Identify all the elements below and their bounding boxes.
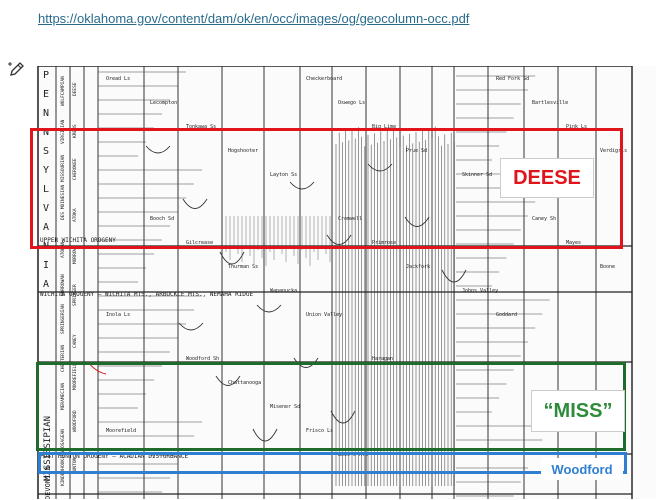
orogeny-label: UPPER WICHITA OROGENY — [40, 237, 116, 244]
stage-label: MOOREFIELD — [72, 363, 78, 390]
series-label: MERAMECIAN — [60, 383, 66, 410]
series-label: MISSOURIAN — [60, 155, 66, 182]
facies-curve — [215, 375, 241, 386]
cell-label: Pink Ls — [566, 124, 587, 130]
system-label-devonian: DEVONIAN — [44, 466, 52, 500]
system-letter: N — [43, 127, 49, 138]
cell-label: Haragan — [372, 356, 393, 362]
cell-label: Red Fork Sd — [496, 76, 529, 82]
geologic-column-drawing: PENNSYLVANIAMISSISSIPIANDEVONIANWOLFCAMP… — [37, 66, 633, 500]
document-link[interactable]: https://oklahoma.gov/content/dam/ok/en/o… — [38, 11, 470, 26]
cell-label: Frisco Ls — [306, 428, 333, 434]
series-label: KINDERHOOKIAN — [60, 450, 66, 486]
cell-label: Inola Ls — [106, 312, 130, 318]
cell-label: Moorefield — [106, 428, 136, 434]
series-label: SPRINGERIAN — [60, 304, 66, 334]
facies-curve — [367, 163, 393, 172]
stage-label: WOODFORD — [72, 410, 78, 432]
system-letter: A — [43, 222, 49, 233]
cell-label: Cromwell — [338, 216, 362, 222]
facies-curve — [178, 322, 204, 331]
stage-label: SPRINGER — [72, 284, 78, 306]
series-label: DES MOINESIAN — [60, 184, 66, 220]
cell-label: Mayes — [566, 240, 581, 246]
cell-label: Gilcrease — [186, 240, 213, 246]
cell-label: Layton Ss — [270, 172, 297, 178]
system-letter: V — [43, 203, 49, 214]
cell-label: Woodford Sh — [186, 356, 219, 362]
stage-label: HUNTON — [72, 457, 78, 474]
orogeny-label: POST HUNTON OROGENY — ACADIAN DISTURBANC… — [40, 453, 188, 460]
facies-curve — [219, 251, 245, 265]
cell-label: Union Valley — [306, 312, 342, 318]
cell-label: Lecompton — [150, 100, 177, 106]
cell-label: Thurman Ss — [228, 264, 258, 270]
miss-callout: “MISS” — [531, 390, 625, 432]
stage-label: MORROW — [72, 247, 78, 264]
series-label: WOLFCAMPIAN — [60, 76, 66, 106]
cell-label: Primrose — [372, 240, 396, 246]
facies-curve — [252, 428, 278, 442]
system-letter: N — [43, 108, 49, 119]
cell-label: Oread Ls — [106, 76, 130, 82]
cell-label: Prue Sd — [406, 148, 427, 154]
facies-curve — [441, 269, 467, 283]
cell-label: Wapanucka — [270, 288, 297, 294]
deese-highlight-box — [30, 128, 623, 249]
facies-curve — [289, 181, 315, 190]
series-label: MORROWAN — [60, 274, 66, 296]
cell-label: Booch Sd — [150, 216, 174, 222]
series-label: ATOKAN — [60, 241, 66, 258]
series-label: VIRGILIAN — [60, 119, 66, 144]
system-letter: I — [43, 260, 49, 271]
cell-label: Tonkawa Ss — [186, 124, 216, 130]
cell-label: Bartlesville — [532, 100, 568, 106]
cell-label: Hogshooter — [228, 148, 258, 154]
stage-label: CHEROKEE — [72, 158, 78, 180]
orogeny-label: WICHITA OROGENY — WICHITA MTS., ARBUCKLE… — [40, 291, 254, 298]
system-letter: A — [43, 279, 49, 290]
cell-label: Caney Sh — [532, 216, 556, 222]
cell-label: Sycamore — [150, 452, 174, 458]
system-letter: E — [43, 89, 49, 100]
woodford-highlight-box — [38, 452, 627, 474]
cell-label: Misener Sd — [270, 404, 300, 410]
facies-curve — [330, 410, 356, 424]
cell-label: Chattanooga — [228, 380, 261, 386]
facies-curve — [326, 234, 352, 245]
facies-curve — [404, 216, 430, 227]
facies-curve — [256, 304, 282, 313]
woodford-callout: Woodford — [541, 458, 623, 480]
stage-label: CANEY — [72, 334, 78, 348]
pen-sparkle-icon[interactable] — [8, 60, 26, 78]
cell-label: Bois d'Arc — [338, 452, 368, 458]
series-label: OSAGEAN — [60, 429, 66, 448]
cell-label: Jackfork — [406, 264, 430, 270]
deese-callout: DEESE — [500, 158, 594, 198]
cell-label: Verdigris — [600, 148, 627, 154]
facies-curve — [293, 357, 319, 368]
system-letter: S — [43, 146, 49, 157]
stage-label: ATOKA — [72, 208, 78, 222]
cell-label: Johns Valley — [462, 288, 498, 294]
cell-label: Oswego Ls — [338, 100, 365, 106]
facies-curve — [182, 198, 208, 209]
cell-label: Skinner Sd — [462, 172, 492, 178]
cell-label: Goddard — [496, 312, 517, 318]
stage-label: DEESE — [72, 82, 78, 96]
stage-label: KREBS — [72, 124, 78, 138]
system-letter: L — [43, 184, 49, 195]
cell-label: Boone — [600, 264, 615, 270]
cell-label: Checkerboard — [306, 76, 342, 82]
facies-curve — [145, 145, 171, 154]
series-label: CHESTERIAN — [60, 345, 66, 372]
system-letter: P — [43, 70, 49, 81]
cell-label: Big Lime — [372, 124, 396, 130]
system-letter: Y — [43, 165, 49, 176]
